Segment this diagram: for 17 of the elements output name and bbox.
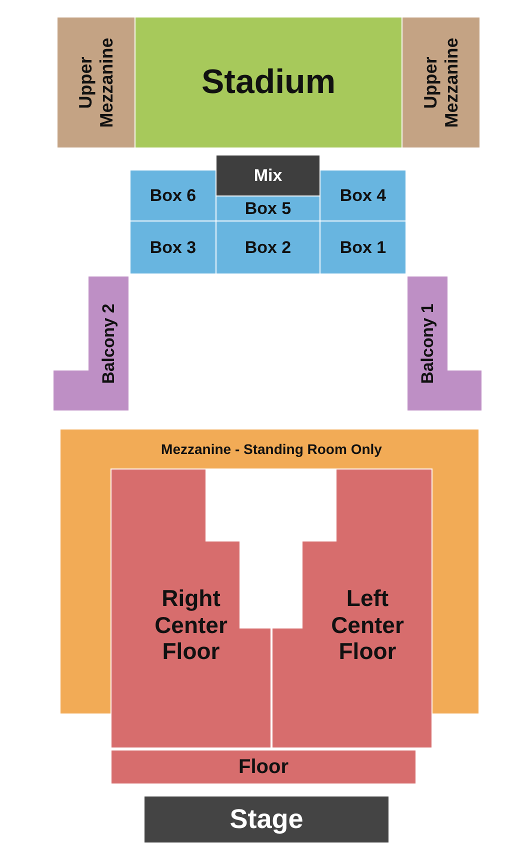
section-label: Stage <box>230 804 304 836</box>
section-label: Upper Mezzanine <box>75 36 117 130</box>
section-label: Balcony 1 <box>418 302 438 386</box>
section-label: Box 4 <box>340 186 386 206</box>
section-label: Floor <box>238 756 288 778</box>
section-label: Upper Mezzanine <box>420 36 462 130</box>
section-label: Stadium <box>201 62 336 102</box>
section-label: Left Center Floor <box>330 585 405 665</box>
section-label: Box 3 <box>150 238 196 258</box>
section-label: Mix <box>254 166 282 186</box>
section-label: Box 1 <box>340 238 386 258</box>
section-label: Box 5 <box>244 198 292 218</box>
section-label: Box 2 <box>244 238 292 258</box>
section-label: Mezzanine - Standing Room Only <box>161 440 382 458</box>
section-label: Right Center Floor <box>154 585 228 665</box>
section-label: Balcony 2 <box>98 302 118 386</box>
section-label: Box 6 <box>150 186 196 206</box>
